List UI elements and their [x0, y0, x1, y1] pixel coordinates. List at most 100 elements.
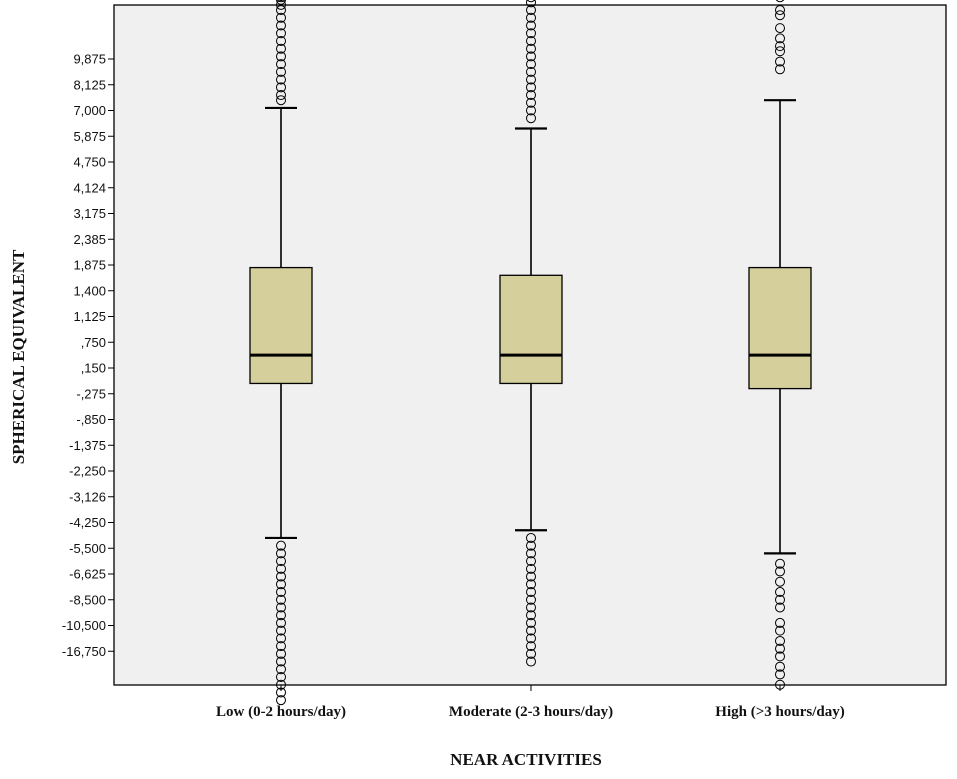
outlier-point	[276, 5, 286, 16]
outlier-point	[526, 625, 536, 636]
y-tick-label: -6,625	[69, 567, 106, 582]
y-tick-label: 1,125	[73, 309, 106, 324]
outlier-point	[276, 28, 286, 39]
y-tick-label: 2,385	[73, 232, 106, 247]
outlier-point	[526, 594, 536, 605]
outlier-point	[276, 579, 286, 590]
outlier-point	[526, 633, 536, 644]
outlier-point	[276, 610, 286, 621]
outlier-point	[276, 12, 286, 23]
box-group	[748, 0, 812, 690]
box-group	[249, 0, 313, 706]
y-axis: 9,8758,1257,0005,8754,7504,1243,1752,385…	[62, 52, 114, 659]
outlier-point	[276, 0, 286, 10]
x-tick-label: Low (0-2 hours/day)	[216, 704, 346, 720]
outlier-point	[276, 95, 286, 106]
outlier-point	[526, 51, 536, 62]
outlier-point	[775, 5, 785, 16]
outlier-point	[775, 594, 785, 605]
outlier-point	[276, 625, 286, 636]
y-tick-label: -8,500	[69, 592, 106, 607]
y-tick-label: -,850	[76, 412, 106, 427]
x-axis-title: NEAR ACTIVITIES	[450, 750, 602, 769]
outlier-point	[526, 74, 536, 85]
y-tick-label: ,750	[81, 335, 106, 350]
y-tick-label: 1,875	[73, 258, 106, 273]
y-tick-label: -,275	[76, 386, 106, 401]
outlier-point	[526, 617, 536, 628]
outlier-point	[276, 695, 286, 706]
outlier-point	[276, 74, 286, 85]
y-tick-label: -10,500	[62, 618, 106, 633]
outlier-point	[276, 548, 286, 559]
outlier-point	[276, 35, 286, 46]
outlier-point	[526, 532, 536, 543]
outlier-point	[276, 594, 286, 605]
y-tick-label: -1,375	[69, 438, 106, 453]
outlier-point	[526, 82, 536, 93]
y-tick-label: 4,750	[73, 155, 106, 170]
outlier-point	[526, 587, 536, 598]
outlier-point	[526, 540, 536, 551]
outlier-point	[526, 35, 536, 46]
outlier-point	[526, 556, 536, 567]
outlier-point	[526, 113, 536, 124]
outlier-point	[276, 540, 286, 551]
outlier-point	[526, 0, 536, 3]
outlier-point	[276, 571, 286, 582]
y-tick-label: -4,250	[69, 515, 106, 530]
outlier-point	[526, 105, 536, 116]
y-tick-label: -2,250	[69, 464, 106, 479]
outlier-point	[775, 587, 785, 598]
outlier-point	[775, 10, 785, 21]
y-tick-label: 7,000	[73, 103, 106, 118]
outlier-point	[276, 672, 286, 682]
outlier-point	[775, 617, 785, 628]
outlier-point	[526, 571, 536, 582]
outlier-point	[775, 41, 785, 52]
outlier-point	[526, 548, 536, 559]
x-tick-label: High (>3 hours/day)	[715, 704, 844, 720]
outlier-point	[526, 28, 536, 39]
outlier-point	[526, 563, 536, 574]
outlier-point	[526, 66, 536, 77]
outlier-point	[526, 610, 536, 621]
outlier-point	[276, 51, 286, 62]
outlier-point	[276, 587, 286, 598]
outlier-point	[276, 617, 286, 628]
outlier-point	[276, 82, 286, 93]
outlier-point	[276, 563, 286, 574]
outlier-point	[526, 579, 536, 590]
y-tick-label: -3,126	[69, 489, 106, 504]
outlier-point	[775, 643, 785, 654]
outlier-point	[775, 46, 785, 57]
outlier-point	[775, 576, 785, 587]
outlier-point	[775, 625, 785, 636]
outlier-point	[775, 56, 785, 67]
y-tick-label: 4,124	[73, 180, 106, 195]
outlier-point	[276, 90, 286, 101]
outlier-point	[775, 0, 785, 3]
outlier-point	[276, 556, 286, 567]
outlier-point	[526, 59, 536, 70]
outlier-point	[775, 64, 785, 75]
box-iqr	[249, 266, 313, 385]
outlier-point	[775, 566, 785, 577]
outlier-point	[276, 0, 286, 5]
box-series	[249, 0, 812, 706]
outlier-point	[526, 602, 536, 613]
outlier-point	[526, 641, 536, 652]
outlier-point	[526, 648, 536, 659]
y-axis-title: SPHERICAL EQUIVALENT	[9, 249, 28, 464]
y-tick-label: 1,400	[73, 283, 106, 298]
outlier-point	[276, 66, 286, 77]
y-tick-label: -5,500	[69, 541, 106, 556]
outlier-point	[775, 23, 785, 34]
outlier-point	[276, 59, 286, 70]
outlier-point	[276, 664, 286, 675]
outlier-point	[276, 602, 286, 613]
outlier-point	[276, 648, 286, 659]
outlier-point	[775, 602, 785, 613]
y-tick-label: 5,875	[73, 129, 106, 144]
